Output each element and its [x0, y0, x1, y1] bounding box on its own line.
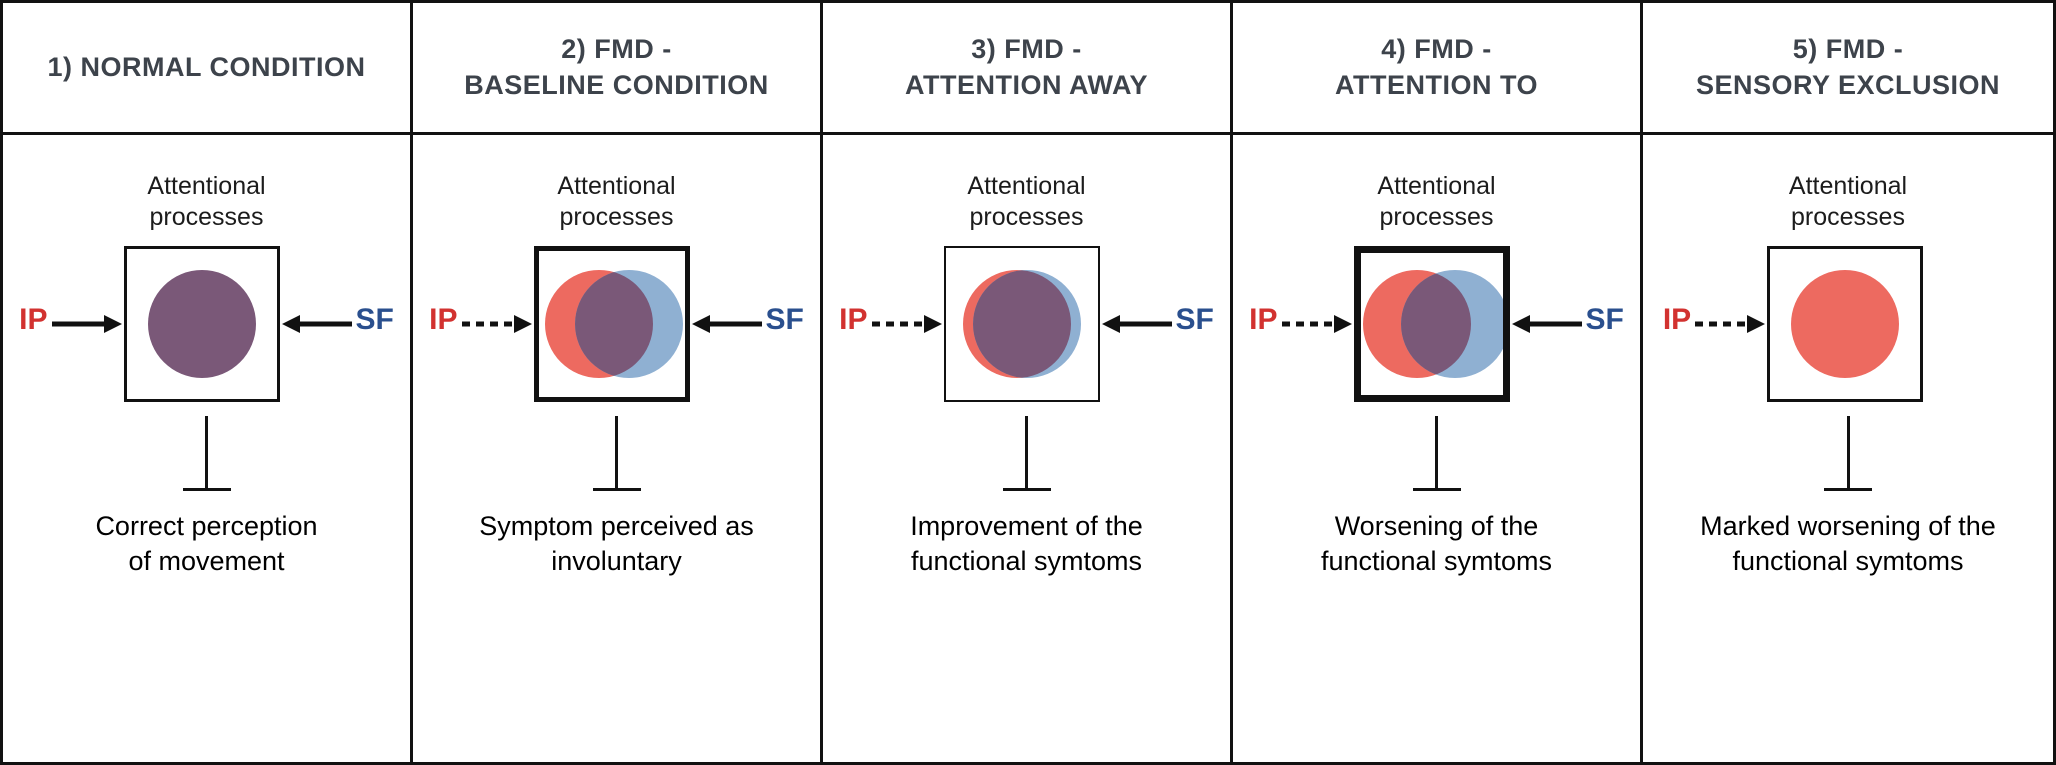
overlap-diagram — [544, 269, 683, 378]
ip-label: IP — [1662, 302, 1692, 336]
process-box — [1353, 245, 1510, 402]
overlap-diagram — [1362, 269, 1503, 378]
overlap-diagram — [1791, 269, 1900, 378]
attentional-processes-label: Attentional processes — [557, 172, 676, 232]
overlap-circle — [147, 269, 256, 378]
sf-arrow-icon — [1511, 314, 1582, 333]
outcome-text: Worsening of the functional symtoms — [1320, 510, 1553, 576]
panel-title: 3) FMD - ATTENTION AWAY — [823, 3, 1230, 135]
outcome-text: Marked worsening of the functional symto… — [1700, 510, 1996, 576]
sf-absent-spacer — [1923, 312, 2035, 336]
panel-fmd-attention-to: 4) FMD - ATTENTION TO Attentional proces… — [1233, 3, 1643, 762]
overlap-diagram — [962, 269, 1081, 378]
attentional-processes-label: Attentional processes — [1788, 172, 1908, 232]
ip-label: IP — [429, 302, 458, 336]
outcome-text: Symptom perceived as involuntary — [479, 510, 754, 576]
ip-arrow-icon — [1695, 314, 1766, 333]
inhibition-connector — [1002, 415, 1051, 491]
sf-arrow-icon — [281, 314, 352, 333]
overlap-circle — [1400, 269, 1471, 378]
sf-arrow-icon — [691, 314, 762, 333]
overlap-circle — [574, 269, 653, 378]
panel-fmd-sensory-exclusion: 5) FMD - SENSORY EXCLUSION Attentional p… — [1643, 3, 2053, 762]
panel-title: 5) FMD - SENSORY EXCLUSION — [1643, 3, 2053, 135]
ip-label: IP — [839, 302, 868, 336]
overlap-diagram — [147, 269, 256, 378]
panel-normal-condition: 1) NORMAL CONDITION Attentional processe… — [3, 3, 413, 762]
ip-arrow-icon — [51, 314, 122, 333]
attentional-processes-label: Attentional processes — [147, 172, 266, 232]
ip-label: IP — [1249, 302, 1278, 336]
ip-label: IP — [19, 302, 48, 336]
inhibition-connector — [592, 415, 641, 491]
ip-arrow-icon — [1281, 314, 1352, 333]
sf-label: SF — [355, 302, 394, 336]
ip-arrow-icon — [461, 314, 532, 333]
outcome-text: Correct perception of movement — [95, 510, 318, 576]
process-box — [123, 245, 280, 402]
sf-label: SF — [1585, 302, 1624, 336]
sf-arrow-icon — [1101, 314, 1172, 333]
ip-arrow-icon — [871, 314, 942, 333]
inhibition-connector — [1824, 415, 1872, 491]
panel-title: 4) FMD - ATTENTION TO — [1233, 3, 1640, 135]
panel-fmd-baseline: 2) FMD - BASELINE CONDITION Attentional … — [413, 3, 823, 762]
attentional-processes-label: Attentional processes — [1377, 172, 1496, 232]
inhibition-connector — [1412, 415, 1461, 491]
inhibition-connector — [182, 415, 231, 491]
process-box — [533, 245, 690, 402]
attentional-processes-label: Attentional processes — [967, 172, 1086, 232]
process-box — [943, 245, 1100, 402]
panel-title: 1) NORMAL CONDITION — [3, 3, 410, 135]
sf-label: SF — [1175, 302, 1214, 336]
panel-title: 2) FMD - BASELINE CONDITION — [413, 3, 820, 135]
panel-fmd-attention-away: 3) FMD - ATTENTION AWAY Attentional proc… — [823, 3, 1233, 762]
overlap-circle — [972, 269, 1071, 378]
outcome-text: Improvement of the functional symtoms — [910, 510, 1143, 576]
sf-label: SF — [765, 302, 804, 336]
process-box — [1767, 245, 1924, 402]
red-circle — [1791, 269, 1900, 378]
